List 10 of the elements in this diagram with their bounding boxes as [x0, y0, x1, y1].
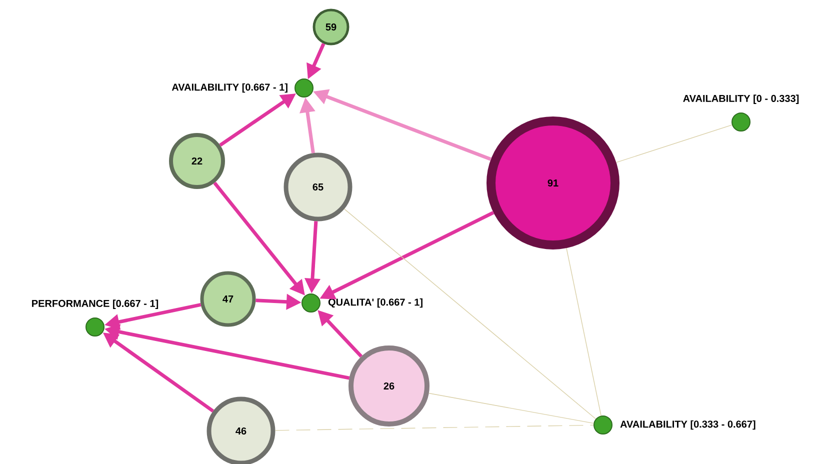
- node-label: AVAILABILITY [0.333 - 0.667]: [620, 420, 756, 430]
- node-label: AVAILABILITY [0 - 0.333]: [683, 94, 799, 104]
- connector-line: [428, 392, 594, 424]
- connector-line: [566, 248, 602, 416]
- connector-line: [274, 424, 594, 431]
- node-label: QUALITA' [0.667 - 1]: [328, 298, 422, 308]
- connector-line: [616, 124, 732, 163]
- node-label: AVAILABILITY [0.667 - 1]: [172, 83, 288, 93]
- node-label: PERFORMANCE [0.667 - 1]: [32, 300, 158, 309]
- connector-line: [344, 208, 596, 420]
